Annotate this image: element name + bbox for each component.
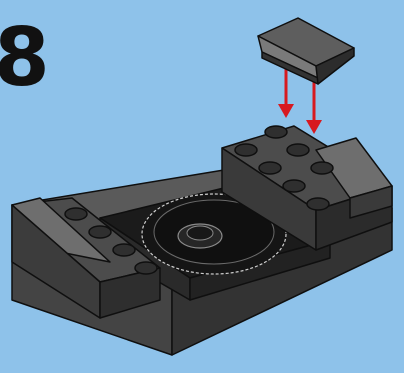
turntable-base-icon — [12, 126, 392, 355]
stud — [259, 162, 281, 174]
stud — [235, 144, 257, 156]
turntable-hub-inner — [187, 226, 213, 240]
stud — [283, 180, 305, 192]
stud — [311, 162, 333, 174]
arrow-right-head — [306, 120, 322, 134]
stud — [287, 144, 309, 156]
stud — [135, 262, 157, 274]
slope-brick-icon — [258, 18, 354, 84]
stud — [265, 126, 287, 138]
stud — [89, 226, 111, 238]
stud — [113, 244, 135, 256]
stud — [65, 208, 87, 220]
arrow-left-head — [278, 104, 294, 118]
stud — [307, 198, 329, 210]
